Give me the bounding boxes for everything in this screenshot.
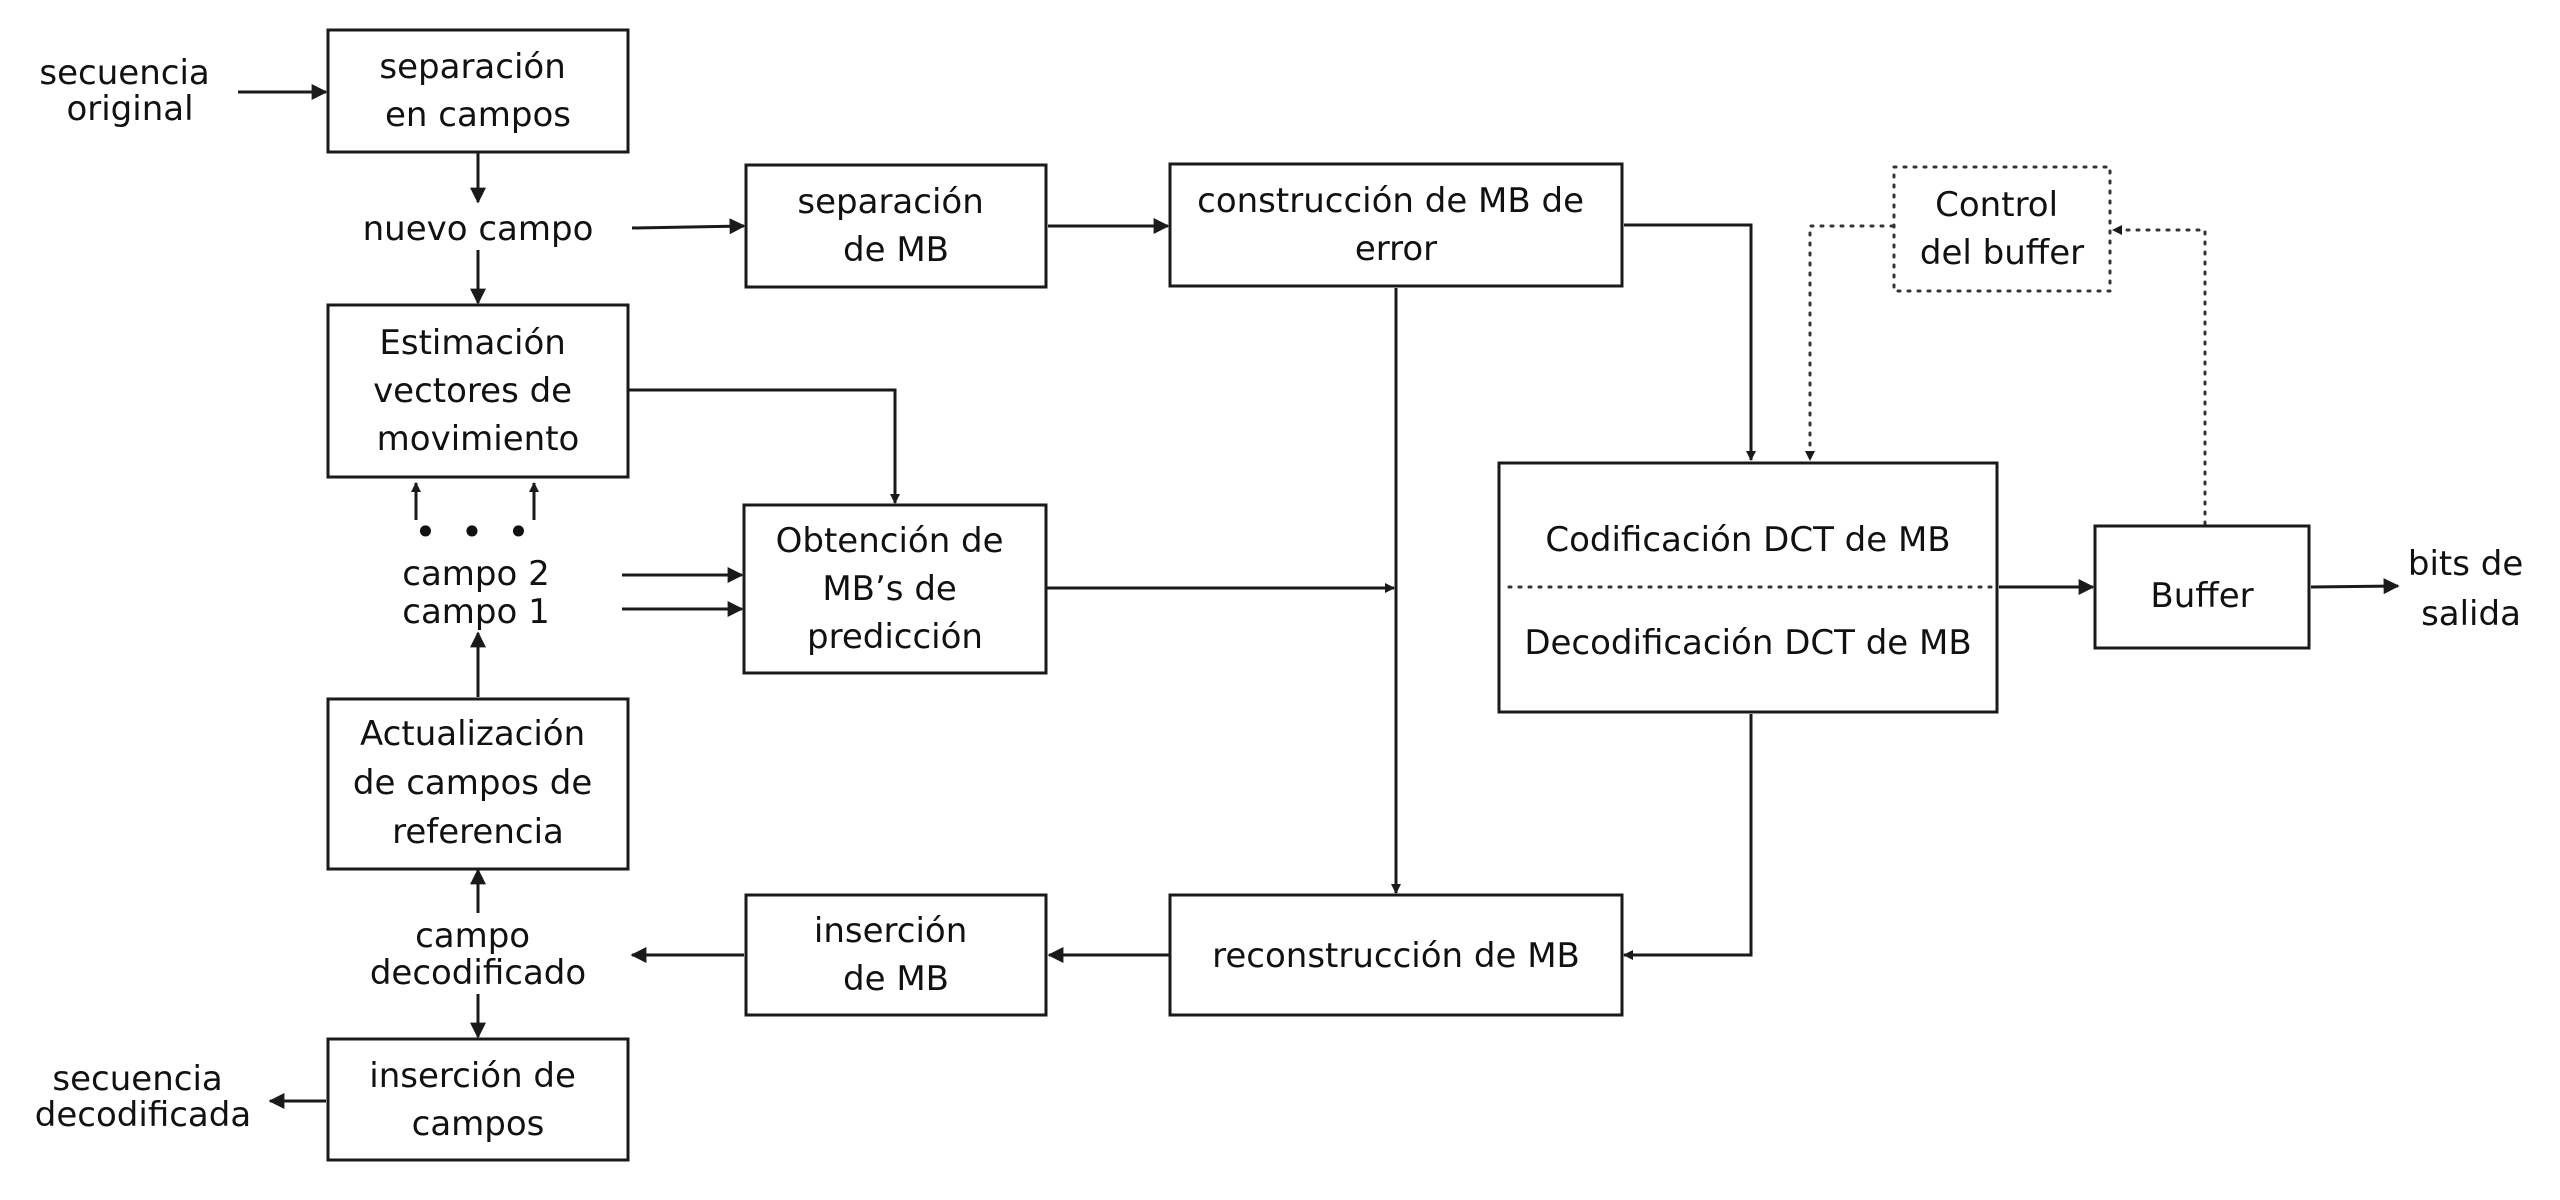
connectors xyxy=(238,84,2400,1109)
block-obtencion: Obtención de MB’s de predicción xyxy=(742,503,1048,675)
block-insercion-campos: inserción de campos xyxy=(326,1037,630,1162)
label-campo-2: campo 2 xyxy=(402,554,549,594)
block-codificacion-decodificacion: Codificación DCT de MB Decodificación DC… xyxy=(1497,461,1999,714)
block-buffer: Buffer xyxy=(2093,524,2311,650)
block-insercion-mb: inserción de MB xyxy=(744,893,1048,1017)
block-control-buffer: Control del buffer xyxy=(1892,165,2112,293)
block-estimacion: Estimación vectores de movimiento xyxy=(326,303,630,479)
label-nuevo-campo: nuevo campo xyxy=(363,209,594,249)
dotted-arrow-control-to-codificacion xyxy=(1805,224,1895,462)
dotted-arrow-buffer-to-control xyxy=(2111,225,2207,526)
block-label: inserción de campos xyxy=(369,1056,586,1144)
block-reconstruccion: reconstrucción de MB xyxy=(1168,893,1624,1017)
label-campo-1: campo 1 xyxy=(402,592,549,632)
block-label: reconstrucción de MB xyxy=(1212,936,1580,976)
block-label: separación en campos xyxy=(379,47,576,135)
label-secuencia-original: secuencia original xyxy=(39,53,220,129)
block-label: construcción de MB de error xyxy=(1197,181,1595,269)
codificacion-label: Codificación DCT de MB xyxy=(1545,520,1950,560)
block-label: Actualización de campos de referencia xyxy=(353,714,603,852)
arrow-buffer-to-output xyxy=(2310,578,2400,595)
block-label: Buffer xyxy=(2150,576,2253,616)
decodificacion-label: Decodificación DCT de MB xyxy=(1524,623,1971,663)
block-construccion: construcción de MB de error xyxy=(1168,162,1624,288)
arrow-construccion-to-codificacion xyxy=(1624,223,1756,461)
label-secuencia-decodificada: secuencia decodificada xyxy=(35,1059,251,1135)
block-label: Estimación vectores de movimiento xyxy=(373,323,583,459)
label-bits-de-salida: bits de salida xyxy=(2408,544,2534,634)
arrow-estimacion-to-obtencion xyxy=(628,388,900,504)
label-campo-decodificado: campo decodificado xyxy=(370,916,586,993)
block-separacion-campos: separación en campos xyxy=(326,28,630,154)
arrow-nuevo-campo-to-separacion-mb xyxy=(631,218,746,235)
arrow-codificacion-to-reconstruccion xyxy=(1623,714,1753,960)
block-label: Control del buffer xyxy=(1920,185,2084,273)
block-label: inserción de MB xyxy=(814,911,978,999)
block-actualizacion: Actualización de campos de referencia xyxy=(326,697,630,871)
block-separacion-mb: separación de MB xyxy=(744,163,1048,289)
block-label: separación de MB xyxy=(797,182,994,270)
block-label: Obtención de MB’s de predicción xyxy=(776,521,1015,657)
label-ellipsis: • • • xyxy=(414,510,535,554)
